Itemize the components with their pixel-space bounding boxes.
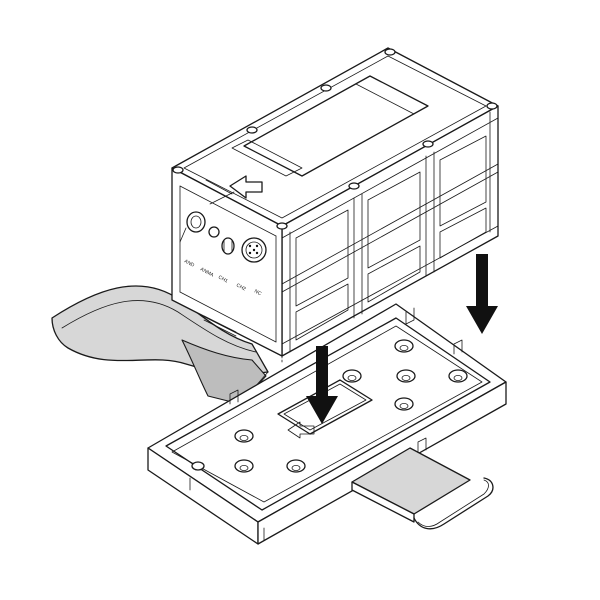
screw-icon (320, 84, 332, 92)
screw-icon (422, 140, 434, 148)
left-ribbon-cable (51, 285, 269, 405)
mount-hole (234, 459, 254, 473)
device-housing (171, 47, 499, 357)
tray-mount-holes (191, 339, 468, 473)
housing-screws (172, 48, 498, 230)
screw-icon (276, 222, 288, 230)
port-label: NC (253, 288, 263, 297)
small-socket-icon (208, 226, 220, 238)
down-arrow-icon (306, 346, 338, 424)
right-flat-cable (351, 447, 494, 530)
mount-hole (286, 459, 306, 473)
mount-hole (234, 429, 254, 443)
mount-hole (342, 369, 362, 383)
mount-hole (191, 461, 205, 471)
multipin-connector-icon (241, 237, 267, 263)
mount-hole (448, 369, 468, 383)
port-label: CH2 (235, 282, 247, 292)
port-label: AND (183, 258, 195, 268)
down-arrow-icon (466, 254, 498, 334)
mount-hole (394, 339, 414, 353)
knob-connector-icon (221, 237, 235, 255)
bnc-connector-icon (179, 211, 206, 243)
screw-icon (172, 166, 184, 174)
mount-hole (396, 369, 416, 383)
screw-icon (348, 182, 360, 190)
screw-icon (246, 126, 258, 134)
screw-icon (486, 102, 498, 110)
port-label: CH1 (217, 274, 229, 284)
screw-icon (384, 48, 396, 56)
mount-hole (394, 397, 414, 411)
